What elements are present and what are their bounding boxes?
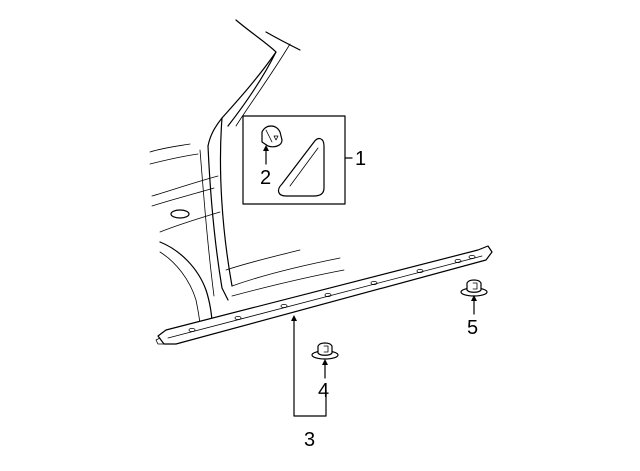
triangle-trim-piece — [277, 137, 325, 197]
callout-3: 3 — [304, 429, 315, 451]
callout-4: 4 — [318, 380, 329, 402]
callout-1: 1 — [355, 148, 366, 170]
inset-detail-box — [242, 115, 353, 205]
leader-part-3 — [291, 315, 327, 417]
clip-part-2 — [261, 125, 283, 148]
rocker-molding — [155, 245, 493, 345]
vehicle-body-outline — [149, 19, 345, 327]
callout-5: 5 — [467, 317, 478, 339]
molding-clip-holes — [188, 254, 476, 332]
callout-2: 2 — [260, 167, 271, 189]
clip-part-4 — [311, 342, 339, 379]
clip-part-5 — [460, 279, 488, 315]
